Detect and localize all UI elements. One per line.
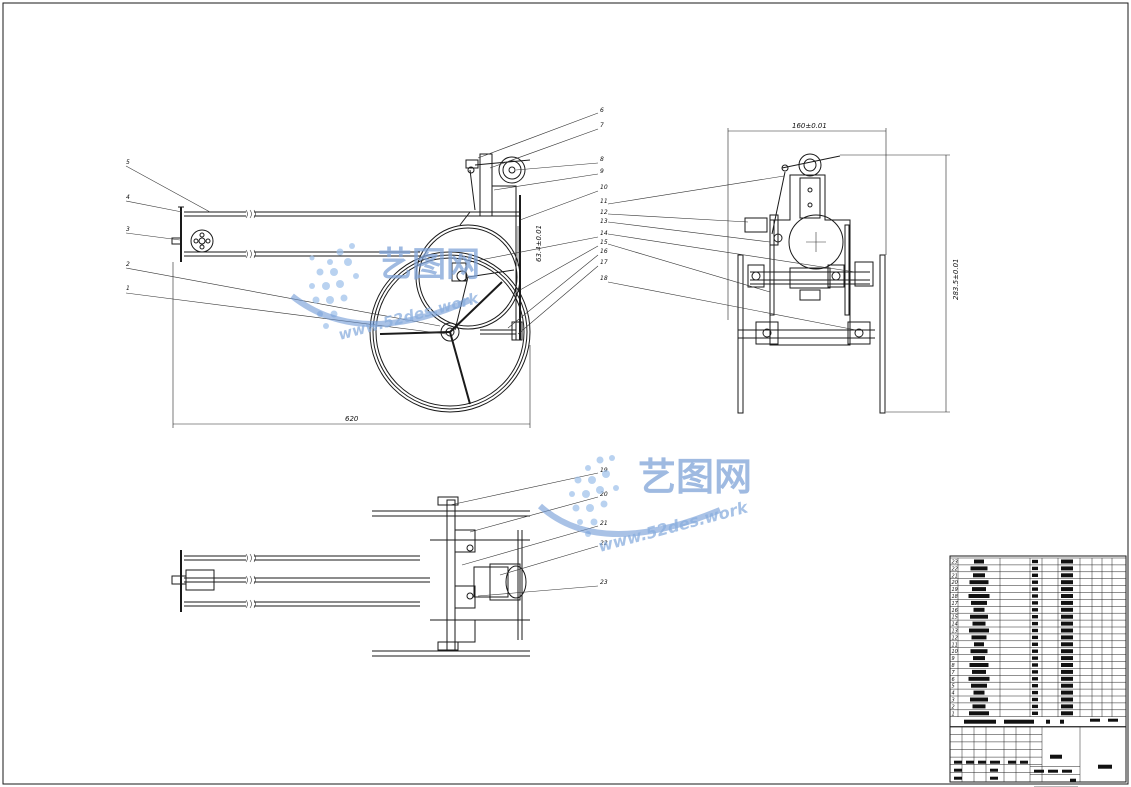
callout-13: 13	[600, 218, 608, 225]
bom-row-number: 21	[952, 573, 958, 579]
watermark-brand: 艺图网	[378, 245, 480, 285]
bom-row-number: 2	[952, 704, 955, 710]
watermark-swoosh	[537, 503, 722, 538]
bom-row-number: 17	[952, 601, 959, 607]
top-view: 19 20 21 22 23	[171, 467, 608, 657]
callout-20: 20	[600, 491, 608, 498]
bom-row-number: 20	[952, 580, 958, 586]
callout-8: 8	[600, 156, 604, 163]
bom-row-number: 3	[952, 698, 955, 704]
bom-row-number: 1	[952, 711, 955, 717]
callout-9: 9	[600, 168, 604, 175]
bom-row-number: 13	[952, 629, 958, 635]
callout-21: 21	[600, 520, 608, 527]
bom-row-number: 14	[952, 622, 958, 628]
bom-row-number: 16	[952, 608, 958, 614]
bom-row-number: 9	[952, 656, 955, 662]
callout-11: 11	[600, 198, 608, 205]
callout-1: 1	[126, 285, 130, 292]
callout-18: 18	[600, 275, 608, 282]
watermark-brand: 艺图网	[638, 455, 752, 499]
watermark-globe-icon	[569, 455, 619, 537]
watermark-globe-icon	[309, 243, 359, 329]
dim-side-height: 283.5±0.01	[952, 259, 960, 301]
watermark-url: www.52des.work	[596, 497, 751, 556]
bom-row-number: 5	[952, 684, 955, 690]
bom-row-number: 7	[952, 670, 956, 676]
watermark-url: www.52des.work	[336, 289, 481, 344]
bom-row-number: 18	[952, 594, 958, 600]
watermark-bottom: 艺图网 www.52des.work	[537, 455, 752, 556]
dim-front-width: 620	[345, 415, 359, 423]
callout-5: 5	[126, 159, 130, 166]
bom-row-number: 4	[952, 691, 955, 697]
bom-row-number: 19	[952, 587, 958, 593]
callout-2: 2	[126, 261, 130, 268]
callout-10: 10	[600, 184, 608, 191]
callout-14: 14	[600, 230, 608, 237]
callout-22: 22	[600, 540, 608, 547]
callout-4: 4	[126, 194, 130, 201]
callout-12: 12	[600, 209, 608, 216]
front-view: 620 63.4±0.01	[171, 153, 543, 428]
callout-15: 15	[600, 239, 608, 246]
callout-17: 17	[600, 259, 608, 266]
bom-row-number: 11	[952, 642, 958, 648]
bom-row-number: 23	[952, 560, 958, 566]
side-view: 160±0.01 283.5±0.01	[607, 122, 960, 414]
dim-front-height: 63.4±0.01	[535, 225, 543, 262]
bom-row-number: 22	[952, 566, 958, 572]
callout-3: 3	[126, 226, 130, 233]
bom-row-number: 10	[952, 649, 958, 655]
callout-7: 7	[600, 122, 604, 129]
callout-16: 16	[600, 248, 608, 255]
dim-side-width: 160±0.01	[792, 122, 827, 130]
bom-row-number: 12	[952, 635, 958, 641]
watermark-swoosh	[290, 293, 472, 328]
front-view-callouts: 1 2 3 4 5 6 7 8 9 10 11 12 13 14 15 16 1…	[125, 107, 608, 335]
bom-row-number: 8	[952, 663, 955, 669]
callout-19: 19	[600, 467, 608, 474]
callout-23: 23	[600, 579, 608, 586]
bom-row-number: 6	[952, 677, 955, 683]
bom-row-number: 15	[952, 615, 958, 621]
callout-6: 6	[600, 107, 604, 114]
